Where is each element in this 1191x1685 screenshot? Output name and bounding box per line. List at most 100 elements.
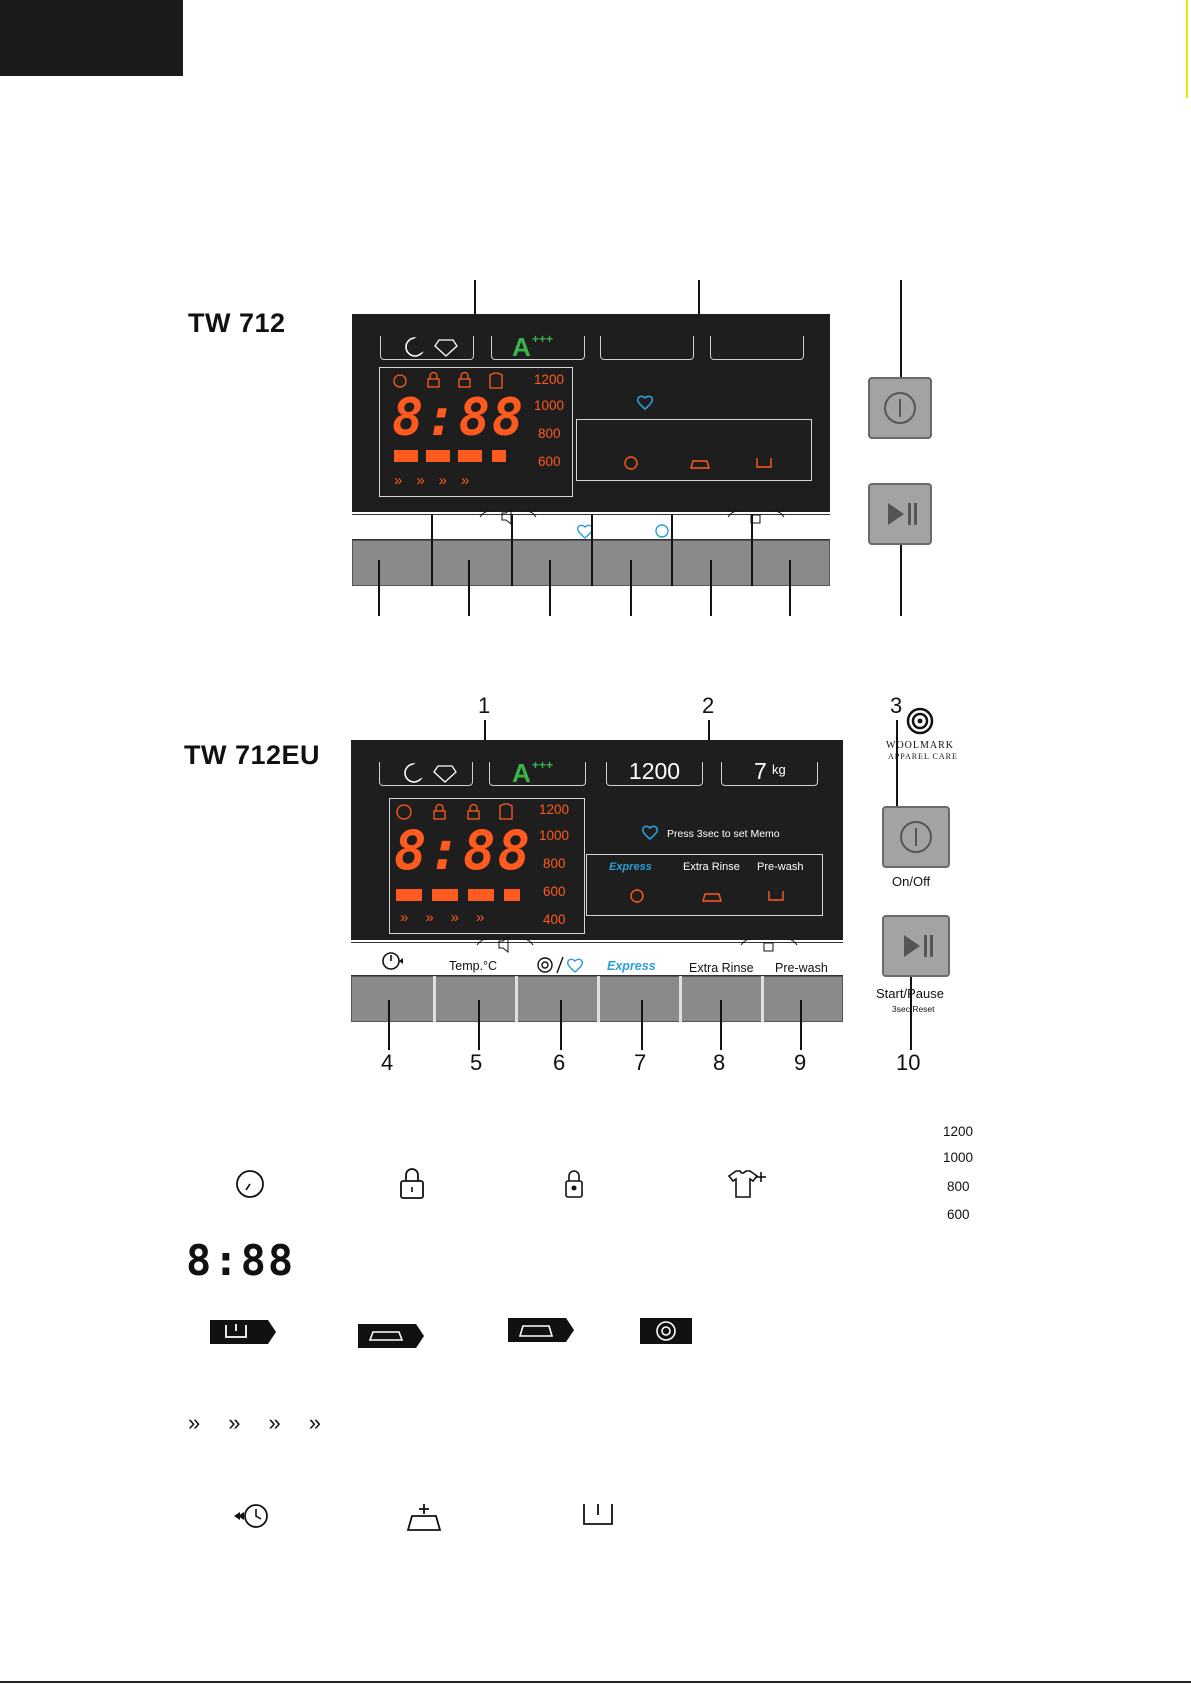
spin-memo-icons [537, 957, 587, 975]
callout-line [710, 560, 712, 616]
callout-line [549, 560, 551, 616]
on-off-label: On/Off [892, 874, 930, 889]
extra-rinse-option-icon [404, 1502, 444, 1534]
time-digits: 8:88 [392, 388, 525, 448]
woolmark-subtext: APPAREL CARE [888, 752, 958, 761]
memo-express-icons [572, 523, 672, 539]
prewash-button[interactable] [753, 541, 831, 587]
spin-slot: 1200 [606, 762, 703, 786]
temperature-button[interactable] [434, 977, 516, 1023]
speed-label: 1000 [534, 398, 564, 413]
play-pause-icon [870, 485, 930, 543]
progress-chevrons: »»»» [400, 909, 501, 926]
child-lock-icon [563, 1168, 585, 1202]
options-display: Express Extra Rinse Pre-wash [586, 854, 823, 916]
program-button[interactable] [353, 541, 433, 587]
speed-label: 600 [543, 884, 566, 899]
separator [597, 976, 600, 1022]
door-lock-icon [398, 1166, 428, 1202]
legend-speed: 1200 [943, 1124, 973, 1139]
energy-class-label: A [512, 758, 531, 789]
express-option-icon [232, 1502, 272, 1532]
legend-speed: 800 [947, 1179, 970, 1194]
energy-class-sup: +++ [532, 332, 553, 346]
separator [511, 514, 513, 586]
express-button[interactable] [593, 541, 673, 587]
spin-button[interactable] [513, 541, 593, 587]
moon-diamond-icon [381, 336, 475, 360]
option-extra-rinse-label: Extra Rinse [683, 861, 740, 873]
callout-number: 5 [470, 1050, 482, 1076]
prewash-button[interactable] [762, 977, 844, 1023]
option-prewash-label: Pre-wash [757, 861, 803, 873]
legend-speed: 600 [947, 1207, 970, 1222]
callout-line [478, 1000, 480, 1050]
start-pause-button[interactable] [868, 483, 932, 545]
spin-value: 1200 [607, 758, 702, 785]
start-pause-button[interactable] [882, 915, 950, 977]
page-corner-tab [0, 0, 183, 76]
callout-number: 3 [890, 693, 902, 719]
callout-number: 6 [553, 1050, 565, 1076]
spin-rinse-phase-icon [508, 1316, 578, 1346]
child-lock-icon [741, 937, 797, 953]
start-pause-label: Start/Pause [876, 986, 944, 1001]
power-icon [884, 808, 948, 866]
speed-label: 800 [543, 856, 566, 871]
separator [679, 976, 682, 1022]
temperature-button[interactable] [433, 541, 513, 587]
express-button[interactable] [598, 977, 680, 1023]
temp-label: Temp.°C [449, 959, 497, 973]
speed-label: 1200 [539, 802, 569, 817]
callout-line [900, 544, 902, 616]
legend-chevrons: »»»» [188, 1410, 349, 1436]
label-strip: Temp.°C Express Extra Rinse Pre-wash [351, 942, 843, 976]
memo-hint: Press 3sec to set Memo [667, 828, 780, 840]
on-off-button[interactable] [868, 377, 932, 439]
speed-label: 1200 [534, 372, 564, 387]
callout-line [388, 1000, 390, 1050]
options-display [576, 419, 812, 481]
spin-button[interactable] [516, 977, 598, 1023]
callout-number: 7 [634, 1050, 646, 1076]
express-label: Express [607, 959, 656, 973]
energy-class-label: A [512, 332, 531, 363]
speed-label: 1000 [539, 828, 569, 843]
callout-line [378, 560, 380, 616]
callout-line [800, 1000, 802, 1050]
separator [751, 514, 753, 586]
program-slot [379, 762, 473, 786]
rinse-phase-icon [358, 1322, 428, 1352]
load-slot: 7 kg [721, 762, 818, 786]
sound-icon [477, 937, 533, 953]
delay-clock-icon [234, 1168, 270, 1202]
separator [433, 976, 436, 1022]
program-button[interactable] [352, 977, 434, 1023]
memo-heart-icon [636, 394, 654, 410]
on-off-button[interactable] [882, 806, 950, 868]
woolmark-text: WOOLMARK [886, 740, 954, 751]
control-panel-display: A +++ 8:88 »»»» 1200 1000 800 600 [352, 314, 830, 512]
separator [671, 514, 673, 586]
footer-rule [0, 1681, 1191, 1683]
play-pause-icon [884, 917, 948, 975]
edge-marker [1186, 0, 1188, 98]
callout-line [560, 1000, 562, 1050]
sound-icon [480, 509, 536, 525]
extra-rinse-button[interactable] [673, 541, 753, 587]
power-icon [870, 379, 930, 437]
memo-heart-icon [641, 824, 659, 840]
legend-digits: 8:88 [186, 1236, 295, 1285]
control-panel-display-eu: A +++ 1200 7 kg 8:88 »»»» 1200 1000 800 … [351, 740, 843, 940]
program-slot [380, 336, 474, 360]
callout-line [468, 560, 470, 616]
callout-number: 9 [794, 1050, 806, 1076]
callout-number: 8 [713, 1050, 725, 1076]
load-unit: kg [772, 762, 786, 777]
prewash-option-icon [580, 1502, 616, 1530]
separator [431, 514, 433, 586]
legend-speed: 1000 [943, 1150, 973, 1165]
child-lock-icon [728, 509, 784, 525]
spin-phase-icon [640, 1316, 694, 1346]
callout-number: 4 [381, 1050, 393, 1076]
